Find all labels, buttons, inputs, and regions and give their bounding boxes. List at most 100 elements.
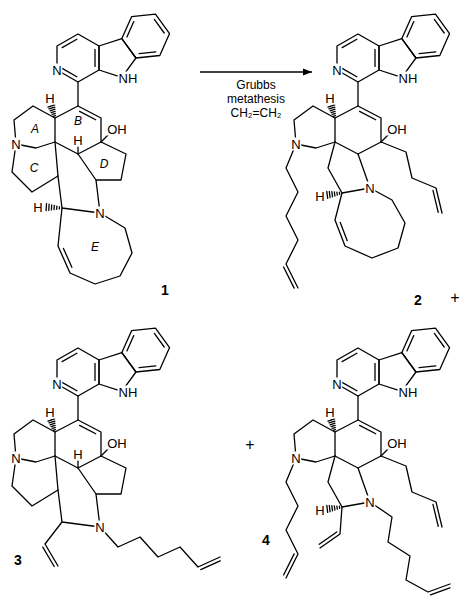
bond-line	[139, 366, 156, 368]
bond-line	[284, 267, 295, 288]
bond-line	[434, 19, 444, 33]
compound-region: 2	[312, 5, 468, 310]
bond-line	[50, 423, 55, 425]
bond-line	[407, 336, 414, 351]
molecule-skeleton	[12, 328, 220, 569]
atom-label: H	[314, 190, 325, 203]
bond-line	[63, 248, 71, 267]
bond-line	[329, 192, 331, 198]
bond-line	[80, 425, 96, 433]
bond-line	[433, 504, 438, 526]
bond-line	[431, 588, 450, 595]
atom-label: N	[51, 378, 62, 391]
atom-label: NH	[118, 386, 139, 399]
compound-number: 3	[14, 553, 22, 567]
atom-label: H	[324, 92, 335, 105]
molecule-skeleton	[284, 328, 450, 595]
bond-line	[77, 82, 78, 106]
molecule-skeleton	[12, 14, 170, 284]
bond-line	[62, 353, 77, 361]
atom-label: N	[10, 138, 21, 151]
bond-line	[342, 68, 357, 76]
atom-label: OH	[386, 437, 408, 450]
atom-label: NH	[398, 386, 419, 399]
bond-line	[342, 353, 357, 361]
bond-line	[334, 192, 336, 196]
bond-line	[402, 14, 450, 58]
atom-label: H	[44, 92, 55, 105]
bond-line	[284, 554, 295, 575]
bond-line	[77, 396, 78, 420]
plus-sign: +	[449, 290, 460, 306]
bond-line	[51, 425, 55, 426]
bond-line	[374, 364, 375, 381]
bond-line	[374, 50, 375, 67]
bond-line	[326, 505, 328, 512]
bond-line	[333, 115, 335, 117]
bond-line	[357, 396, 358, 420]
bond-line	[53, 429, 55, 431]
atom-label: N	[51, 64, 62, 77]
atom-label: NH	[398, 72, 419, 85]
atom-label: NH	[118, 72, 139, 85]
bond-line	[336, 192, 338, 195]
bond-line	[154, 19, 164, 33]
bond-line	[94, 50, 95, 67]
bond-line	[433, 190, 438, 212]
bond-line	[339, 506, 341, 508]
bond-line	[330, 423, 335, 425]
bond-line	[127, 336, 134, 351]
bond-line	[419, 52, 436, 54]
compound-region: 3	[5, 318, 240, 596]
bond-line	[328, 419, 335, 421]
bond-line	[402, 328, 450, 372]
bond-line	[55, 420, 101, 468]
atom-label: N	[364, 182, 375, 195]
compound-number: 4	[262, 533, 270, 547]
atom-label: OH	[106, 437, 128, 450]
bond-line	[329, 107, 335, 109]
bond-line	[45, 204, 47, 211]
atom-label: H	[32, 201, 43, 214]
bond-line	[43, 547, 54, 566]
compound-number: 2	[414, 293, 422, 307]
ring-letter: C	[29, 162, 40, 174]
atom-label: N	[290, 452, 301, 465]
bond-line	[332, 113, 335, 115]
bond-line	[331, 425, 335, 426]
atom-label: H	[314, 504, 325, 517]
atom-label: H	[72, 448, 83, 461]
bond-line	[154, 333, 164, 347]
ring-letter: D	[99, 158, 110, 170]
reaction-arrow	[200, 71, 312, 72]
bond-line	[62, 382, 77, 390]
bond-line	[48, 419, 55, 421]
bond-line	[342, 39, 357, 47]
atom-label: OH	[106, 123, 128, 136]
bond-line	[53, 205, 55, 209]
bond-line	[381, 142, 442, 213]
bond-line	[55, 106, 101, 154]
bond-line	[94, 364, 95, 381]
bond-line	[286, 458, 298, 578]
atom-label: OH	[386, 123, 408, 136]
ring-letter: E	[90, 241, 100, 253]
atom-label: H	[324, 406, 335, 419]
bond-line	[340, 222, 347, 240]
atom-label: H	[72, 134, 83, 147]
bond-line	[51, 205, 53, 210]
bond-line	[329, 421, 335, 423]
bond-line	[330, 109, 335, 111]
bond-line	[286, 144, 298, 288]
bond-line	[77, 147, 78, 154]
bond-line	[52, 427, 55, 429]
compound-number: 1	[161, 283, 169, 297]
bond-line	[337, 348, 379, 396]
bond-line	[78, 456, 126, 494]
compound-region: 1	[5, 5, 200, 305]
bond-line	[201, 561, 220, 570]
bond-line	[331, 506, 333, 511]
reagent-label: Grubbs metathesis CH₂=CH₂	[223, 78, 289, 120]
molecule-skeleton	[284, 14, 450, 288]
